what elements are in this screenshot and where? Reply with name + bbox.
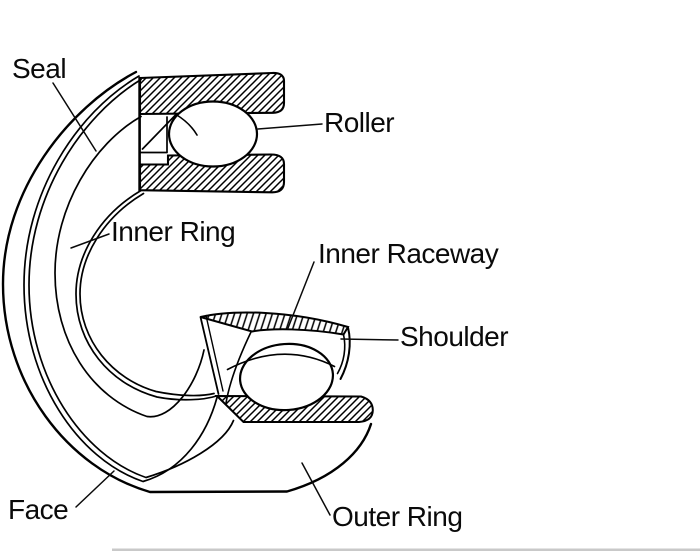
seal-inner-rim bbox=[54, 115, 205, 418]
label-seal: Seal bbox=[12, 53, 67, 84]
shoulder-face-inner bbox=[336, 333, 346, 375]
roller-leader-line bbox=[257, 123, 323, 130]
label-roller: Roller bbox=[324, 107, 395, 138]
top-section bbox=[138, 71, 286, 194]
bottom-edge-line bbox=[112, 548, 700, 551]
inner-raceway-leader-line bbox=[287, 261, 315, 329]
seal-leader-line bbox=[52, 82, 97, 152]
outer-ring-arcs bbox=[1, 70, 373, 494]
face-leader-line bbox=[75, 470, 115, 508]
outer-ring-outer-edge bbox=[1, 70, 373, 494]
outer-face-edge-a bbox=[23, 75, 218, 483]
top-raceway-groove-edge bbox=[175, 113, 198, 136]
shoulder-face-outer bbox=[339, 326, 351, 380]
label-shoulder: Shoulder bbox=[400, 321, 509, 352]
label-inner-ring: Inner Ring bbox=[111, 216, 236, 247]
bore-edge-a bbox=[75, 189, 218, 401]
outer-ring-leader-line bbox=[301, 462, 331, 516]
inner-raceway-cut-face bbox=[200, 311, 350, 336]
bore-edge-b bbox=[79, 192, 215, 397]
seal-section bbox=[138, 76, 198, 192]
shoulder-leader-line bbox=[340, 338, 399, 341]
lower-raceway-groove-edge bbox=[226, 353, 336, 371]
outer-ring-section-block bbox=[138, 71, 286, 116]
inner-ring-leader-line bbox=[70, 233, 110, 249]
seal-lip-line bbox=[141, 113, 177, 150]
label-outer-ring: Outer Ring bbox=[332, 501, 463, 532]
top-roller-ball bbox=[167, 100, 259, 168]
leader-lines bbox=[52, 82, 399, 516]
inner-ring-cut-slant-b bbox=[205, 314, 224, 392]
inner-ring-section-block bbox=[138, 153, 286, 194]
label-face: Face bbox=[8, 494, 69, 525]
inner-ring-cut-slant-a bbox=[199, 316, 220, 395]
outer-face-edge-b bbox=[28, 78, 235, 479]
lower-roller-ball bbox=[238, 342, 335, 412]
label-inner-raceway: Inner Raceway bbox=[318, 238, 499, 269]
lower-section bbox=[199, 311, 374, 423]
